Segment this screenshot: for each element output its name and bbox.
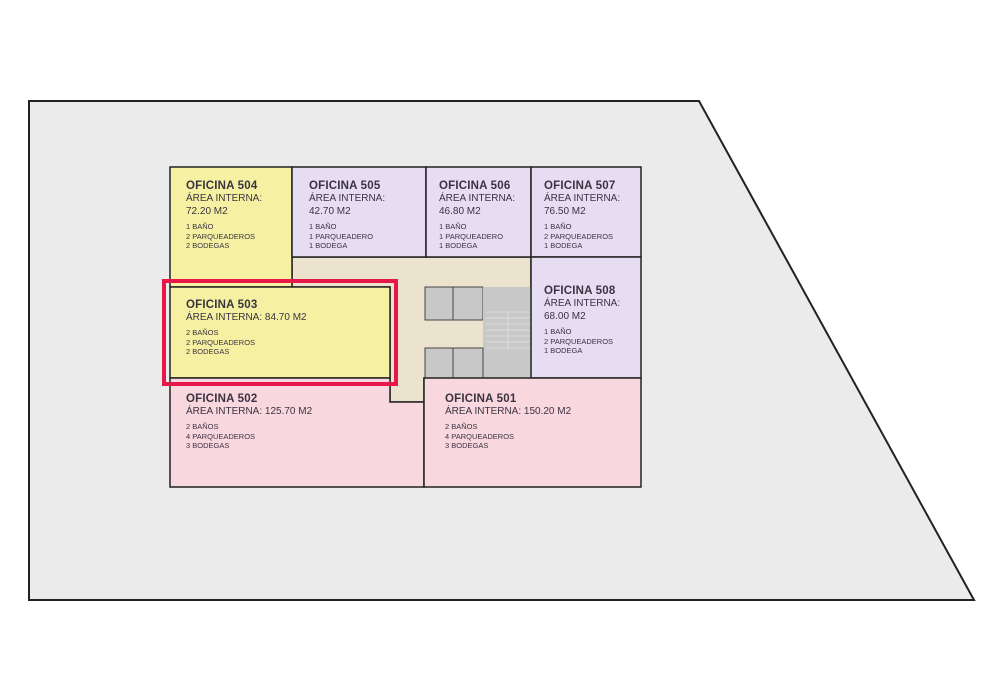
office-area-value: 68.00 M2 bbox=[544, 311, 586, 322]
office-503-label: OFICINA 503 ÁREA INTERNA: 84.70 M2 2 BAÑ… bbox=[186, 299, 307, 357]
office-504-label: OFICINA 504 ÁREA INTERNA: 72.20 M2 1 BAÑ… bbox=[186, 180, 262, 251]
office-title: OFICINA 502 bbox=[186, 393, 258, 405]
office-502-label: OFICINA 502 ÁREA INTERNA: 125.70 M2 2 BA… bbox=[186, 393, 312, 451]
office-title: OFICINA 503 bbox=[186, 299, 258, 311]
office-area-label: ÁREA INTERNA: bbox=[544, 193, 621, 204]
office-detail: 1 PARQUEADERO bbox=[439, 231, 504, 241]
office-detail: 2 BAÑOS bbox=[186, 422, 219, 431]
office-505-label: OFICINA 505 ÁREA INTERNA: 42.70 M2 1 BAÑ… bbox=[309, 180, 385, 251]
office-detail: 1 BAÑO bbox=[186, 222, 214, 231]
office-501[interactable] bbox=[423, 377, 642, 488]
office-detail: 2 BODEGAS bbox=[186, 241, 230, 250]
office-507-label: OFICINA 507 ÁREA INTERNA: 76.50 M2 1 BAÑ… bbox=[544, 180, 620, 251]
office-detail: 3 BODEGAS bbox=[445, 441, 489, 450]
office-detail: 2 PARQUEADEROS bbox=[186, 231, 256, 241]
office-detail: 2 PARQUEADEROS bbox=[544, 231, 614, 241]
office-503[interactable] bbox=[169, 286, 391, 379]
office-area-label: ÁREA INTERNA: bbox=[544, 298, 621, 309]
office-detail: 1 PARQUEADERO bbox=[309, 231, 374, 241]
office-title: OFICINA 507 bbox=[544, 180, 616, 192]
office-detail: 4 PARQUEADEROS bbox=[445, 431, 515, 441]
office-detail: 4 PARQUEADEROS bbox=[186, 431, 256, 441]
office-detail: 1 BODEGA bbox=[544, 346, 583, 355]
office-detail: 1 BAÑO bbox=[309, 222, 337, 231]
office-506-label: OFICINA 506 ÁREA INTERNA: 46.80 M2 1 BAÑ… bbox=[439, 180, 515, 251]
office-title: OFICINA 505 bbox=[309, 180, 381, 192]
office-506[interactable] bbox=[425, 166, 532, 258]
office-507[interactable] bbox=[530, 166, 642, 258]
office-title: OFICINA 501 bbox=[445, 393, 517, 405]
office-detail: 3 BODEGAS bbox=[186, 441, 230, 450]
office-area-label: ÁREA INTERNA: bbox=[186, 193, 263, 204]
office-title: OFICINA 508 bbox=[544, 285, 616, 297]
office-detail: 1 BODEGA bbox=[309, 241, 348, 250]
office-title: OFICINA 506 bbox=[439, 180, 511, 192]
office-508-label: OFICINA 508 ÁREA INTERNA: 68.00 M2 1 BAÑ… bbox=[544, 285, 620, 356]
office-area: ÁREA INTERNA: 125.70 M2 bbox=[186, 406, 313, 417]
office-area-value: 76.50 M2 bbox=[544, 206, 586, 217]
office-area: ÁREA INTERNA: 150.20 M2 bbox=[445, 406, 572, 417]
elevator-core bbox=[424, 286, 531, 379]
office-508[interactable] bbox=[530, 256, 642, 379]
office-area-value: 42.70 M2 bbox=[309, 206, 351, 217]
office-detail: 1 BAÑO bbox=[544, 222, 572, 231]
office-detail: 1 BAÑO bbox=[439, 222, 467, 231]
office-detail: 2 PARQUEADEROS bbox=[544, 336, 614, 346]
selection-highlight bbox=[162, 279, 398, 386]
office-area-label: ÁREA INTERNA: bbox=[439, 193, 516, 204]
office-detail: 2 BAÑOS bbox=[186, 328, 219, 337]
office-title: OFICINA 504 bbox=[186, 180, 258, 192]
office-detail: 1 BAÑO bbox=[544, 327, 572, 336]
office-detail: 1 BODEGA bbox=[439, 241, 478, 250]
office-501-label: OFICINA 501 ÁREA INTERNA: 150.20 M2 2 BA… bbox=[445, 393, 571, 451]
office-detail: 2 BODEGAS bbox=[186, 347, 230, 356]
office-area: ÁREA INTERNA: 84.70 M2 bbox=[186, 312, 307, 323]
office-area-value: 46.80 M2 bbox=[439, 206, 481, 217]
stairs bbox=[486, 311, 530, 349]
office-detail: 1 BODEGA bbox=[544, 241, 583, 250]
office-area-label: ÁREA INTERNA: bbox=[309, 193, 386, 204]
office-detail: 2 PARQUEADEROS bbox=[186, 337, 256, 347]
office-detail: 2 BAÑOS bbox=[445, 422, 478, 431]
office-area-value: 72.20 M2 bbox=[186, 206, 228, 217]
